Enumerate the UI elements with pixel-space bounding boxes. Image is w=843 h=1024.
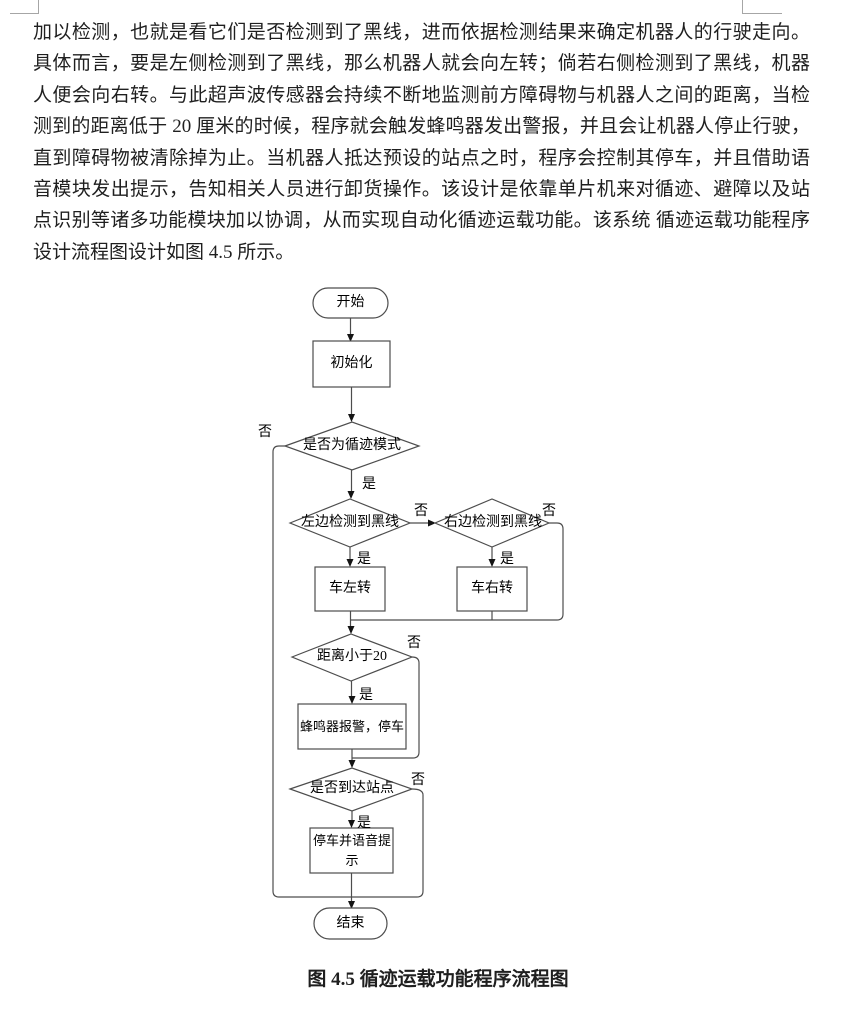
flow-node-left-detect-shape	[288, 498, 412, 548]
body-paragraph: 加以检测，也就是看它们是否检测到了黑线，进而依据检测结果来确定机器人的行驶走向。…	[33, 17, 810, 268]
flow-node-turn-right: 车右转	[471, 581, 513, 596]
edge-label-no-right: 否	[542, 504, 556, 519]
edge-label-yes-station: 是	[357, 816, 371, 831]
flow-node-turn-left: 车左转	[329, 581, 371, 596]
flow-node-end-shape	[313, 907, 388, 940]
body-text-line: 点识别等诸多功能模块加以协调，从而实现自动化循迹运载功能。该系统 循迹运载功能程…	[33, 210, 810, 232]
flow-connector-dist-no-bypass	[352, 656, 420, 759]
flow-node-end: 结束	[336, 915, 365, 931]
flow-arrowhead	[348, 820, 355, 828]
body-text-line: 直到障碍物被清除掉为止。当机器人抵达预设的站点之时，程序会控制其停车，并且借助语	[33, 147, 810, 169]
flow-arrowhead	[348, 414, 355, 422]
flow-node-station-check: 是否到达站点	[310, 781, 394, 796]
flow-connector-station-no-bypass	[351, 788, 424, 898]
edge-label-no-mode: 否	[258, 425, 272, 440]
flow-node-buzzer-stop-shape	[297, 703, 407, 750]
flow-node-left-detect: 左边检测到黑线	[301, 515, 399, 530]
flow-arrowhead	[347, 626, 355, 634]
flow-arrowhead	[488, 559, 496, 567]
flow-arrowhead	[347, 334, 354, 342]
edge-label-yes-distance: 是	[359, 688, 373, 703]
edge-label-yes-left: 是	[357, 552, 371, 567]
flow-arrowhead	[428, 519, 436, 527]
body-text-line: 设计流程图设计如图 4.5 所示。	[33, 241, 295, 263]
edge-label-no-distance: 否	[407, 636, 421, 651]
flow-node-stop-voice-shape	[309, 827, 394, 874]
margin-mark-top-left	[10, 0, 39, 14]
flow-node-init-shape	[312, 340, 391, 388]
flow-node-turn-right-shape	[456, 566, 528, 612]
body-text-line: 人便会向右转。与此超声波传感器会持续不断地监测前方障碍物与机器人之间的距离，当检	[33, 84, 810, 106]
flow-node-distance-check: 距离小于20	[317, 649, 387, 664]
flow-node-start: 开始	[336, 295, 365, 310]
flow-node-right-detect-shape	[433, 498, 551, 548]
flow-connector-right-no-loop	[351, 522, 564, 621]
flow-node-turn-left-shape	[314, 566, 386, 612]
body-text-line: 加以检测，也就是看它们是否检测到了黑线，进而依据检测结果来确定机器人的行驶走向。	[33, 22, 810, 43]
flow-connector-mode-no-loop	[272, 445, 352, 898]
flow-node-buzzer-stop: 蜂鸣器报警，停车	[299, 718, 404, 734]
flow-node-right-detect: 右边检测到黑线	[444, 515, 542, 530]
edge-label-yes-right: 是	[500, 552, 514, 567]
edge-label-no-station: 否	[411, 773, 425, 788]
flow-node-start-shape	[312, 287, 389, 319]
body-text-line: 具体而言，要是左侧检测到了黑线，那么机器人就会向左转；倘若右侧检测到了黑线，机器	[33, 53, 810, 75]
flow-arrowhead	[348, 696, 356, 704]
flow-node-stop-voice: 停车并语音提示	[312, 833, 391, 868]
flow-node-mode-check-shape	[283, 421, 421, 471]
body-text-line: 测到的距离低于 20 厘米的时候，程序就会触发蜂鸣器发出警报，并且会让机器人停止…	[33, 116, 810, 138]
flow-arrowhead	[348, 760, 356, 768]
flow-arrowhead	[348, 901, 355, 909]
figure-caption: 图 4.5 循迹运载功能程序流程图	[307, 969, 569, 990]
body-text-line: 音模块发出提示，告知相关人员进行卸货操作。该设计是依靠单片机来对循迹、避障以及站	[33, 179, 810, 201]
flow-node-init: 初始化	[330, 356, 373, 371]
flow-arrowhead	[346, 559, 354, 567]
edge-label-yes-mode: 是	[362, 477, 376, 492]
flow-node-distance-check-shape	[290, 633, 414, 682]
flow-arrowhead	[347, 491, 355, 499]
flow-node-mode-check: 是否为循迹模式	[303, 438, 401, 453]
edge-label-no-left: 否	[414, 504, 428, 519]
margin-mark-top-right	[742, 0, 782, 14]
flow-node-station-check-shape	[288, 767, 414, 812]
